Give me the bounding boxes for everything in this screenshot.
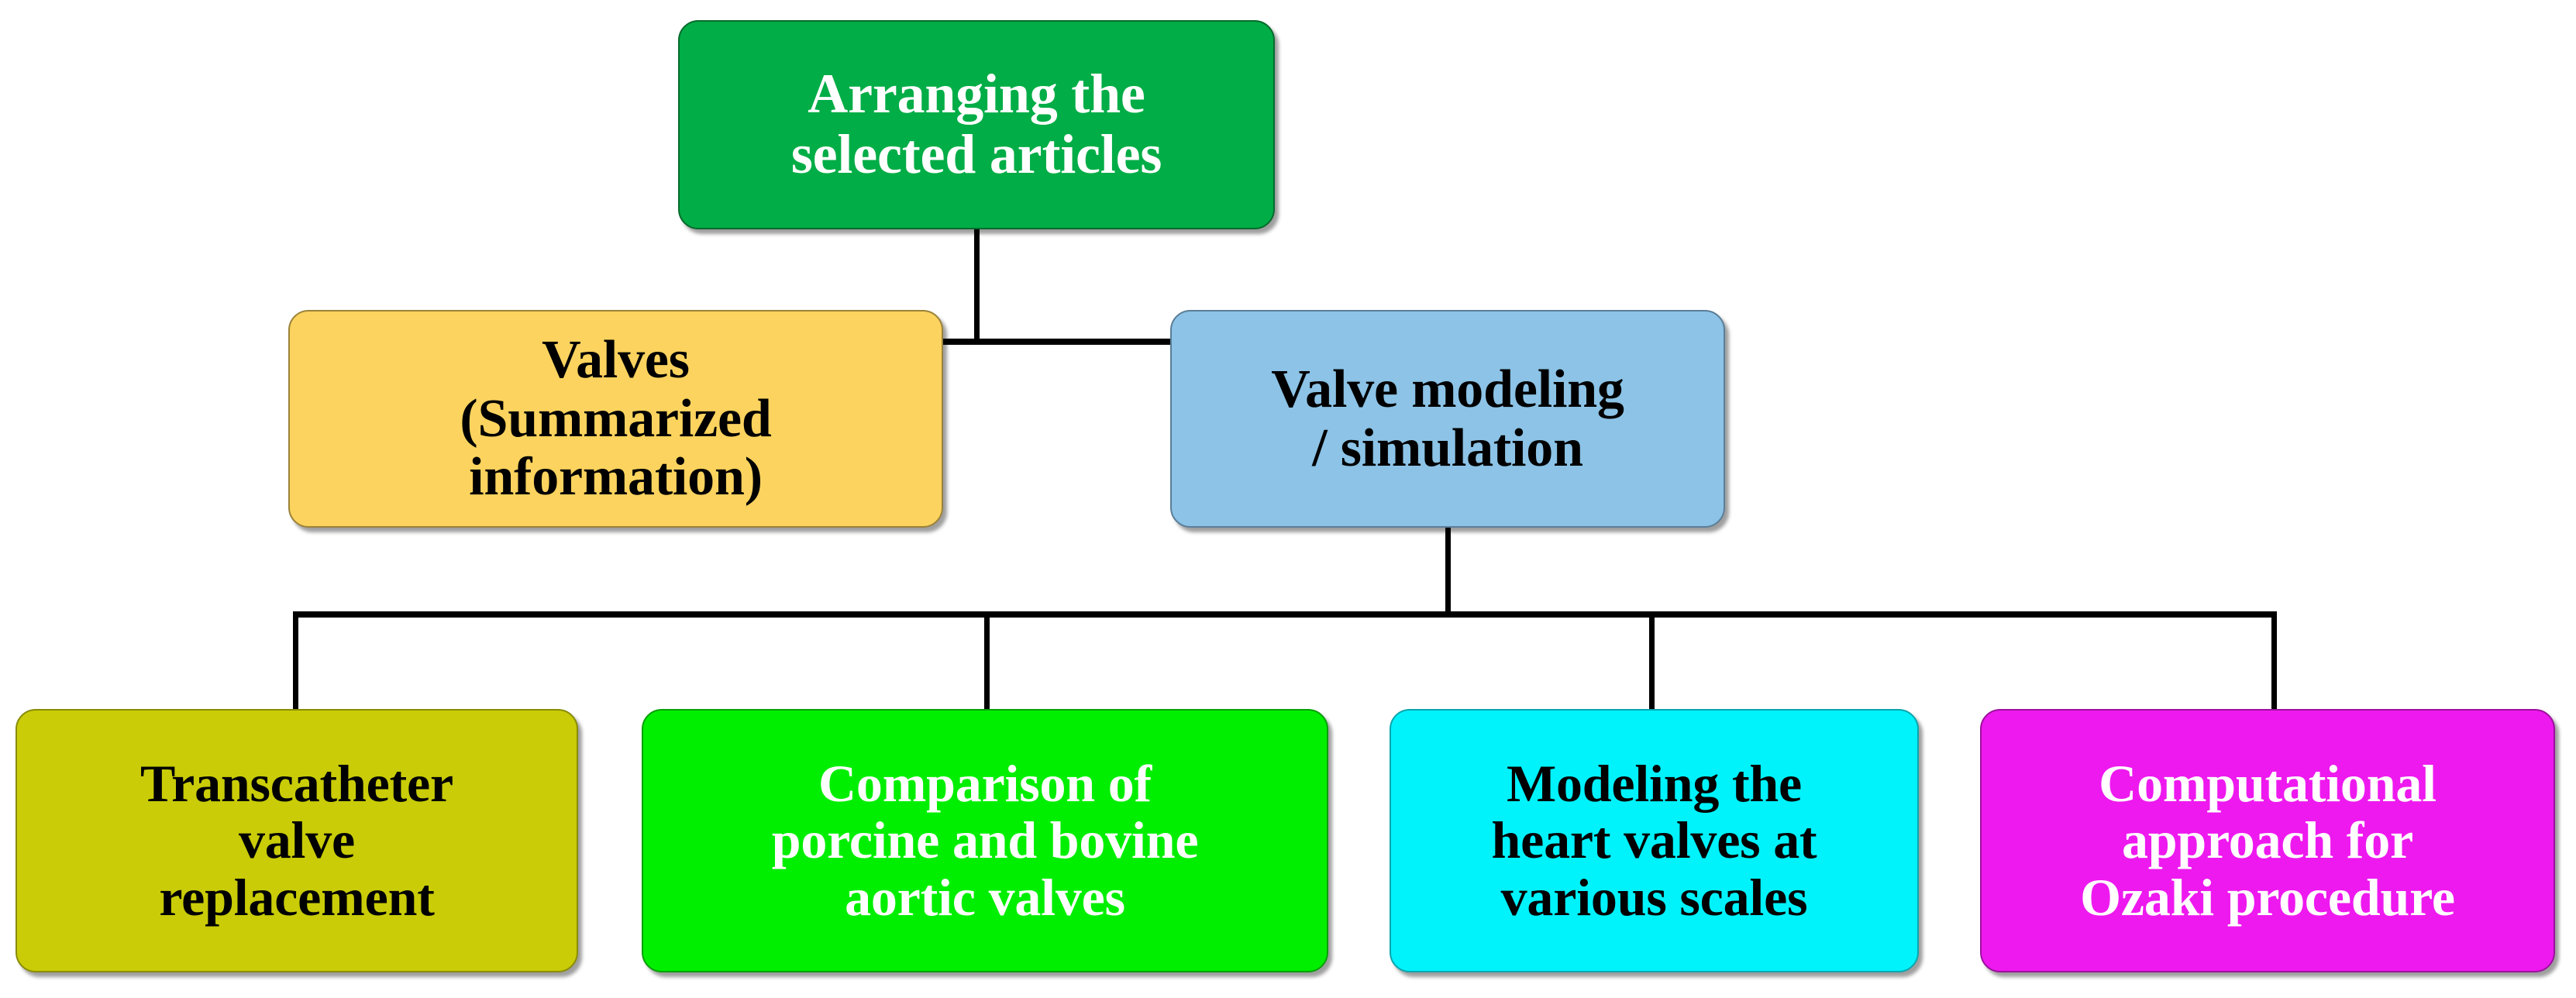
node-root-label: Arranging the selected articles <box>790 63 1162 185</box>
node-scales-label: Modeling the heart valves at various sca… <box>1491 753 1817 927</box>
edge-modeling-stem <box>1445 526 1451 618</box>
edge-modeling-to-porcine <box>984 611 990 711</box>
edge-modeling-to-tavr <box>293 611 298 711</box>
node-modeling-the-heart-valves-at-various-scales[interactable]: Modeling the heart valves at various sca… <box>1390 709 1919 972</box>
node-porcine-label: Comparison of porcine and bovine aortic … <box>771 753 1199 927</box>
node-valves-label: Valves (Summarized information) <box>460 330 772 508</box>
edge-root-stem <box>974 228 980 344</box>
edge-level2-bus <box>556 339 1466 345</box>
node-comparison-of-porcine-and-bovine-aortic-valves[interactable]: Comparison of porcine and bovine aortic … <box>642 709 1328 972</box>
node-transcatheter-valve-replacement[interactable]: Transcatheter valve replacement <box>15 709 578 972</box>
edge-level3-bus <box>293 611 2277 618</box>
node-arranging-the-selected-articles[interactable]: Arranging the selected articles <box>678 20 1275 229</box>
edge-modeling-to-ozaki <box>2271 611 2277 711</box>
node-ozaki-label: Computational approach for Ozaki procedu… <box>2080 753 2455 927</box>
node-computational-approach-for-ozaki-procedure[interactable]: Computational approach for Ozaki procedu… <box>1980 709 2555 972</box>
node-valves-summarized-information[interactable]: Valves (Summarized information) <box>288 310 943 528</box>
node-tavr-label: Transcatheter valve replacement <box>139 753 453 927</box>
node-valve-modeling-simulation[interactable]: Valve modeling / simulation <box>1170 310 1725 528</box>
edge-modeling-to-scales <box>1649 611 1655 711</box>
node-modeling-label: Valve modeling / simulation <box>1271 359 1624 478</box>
